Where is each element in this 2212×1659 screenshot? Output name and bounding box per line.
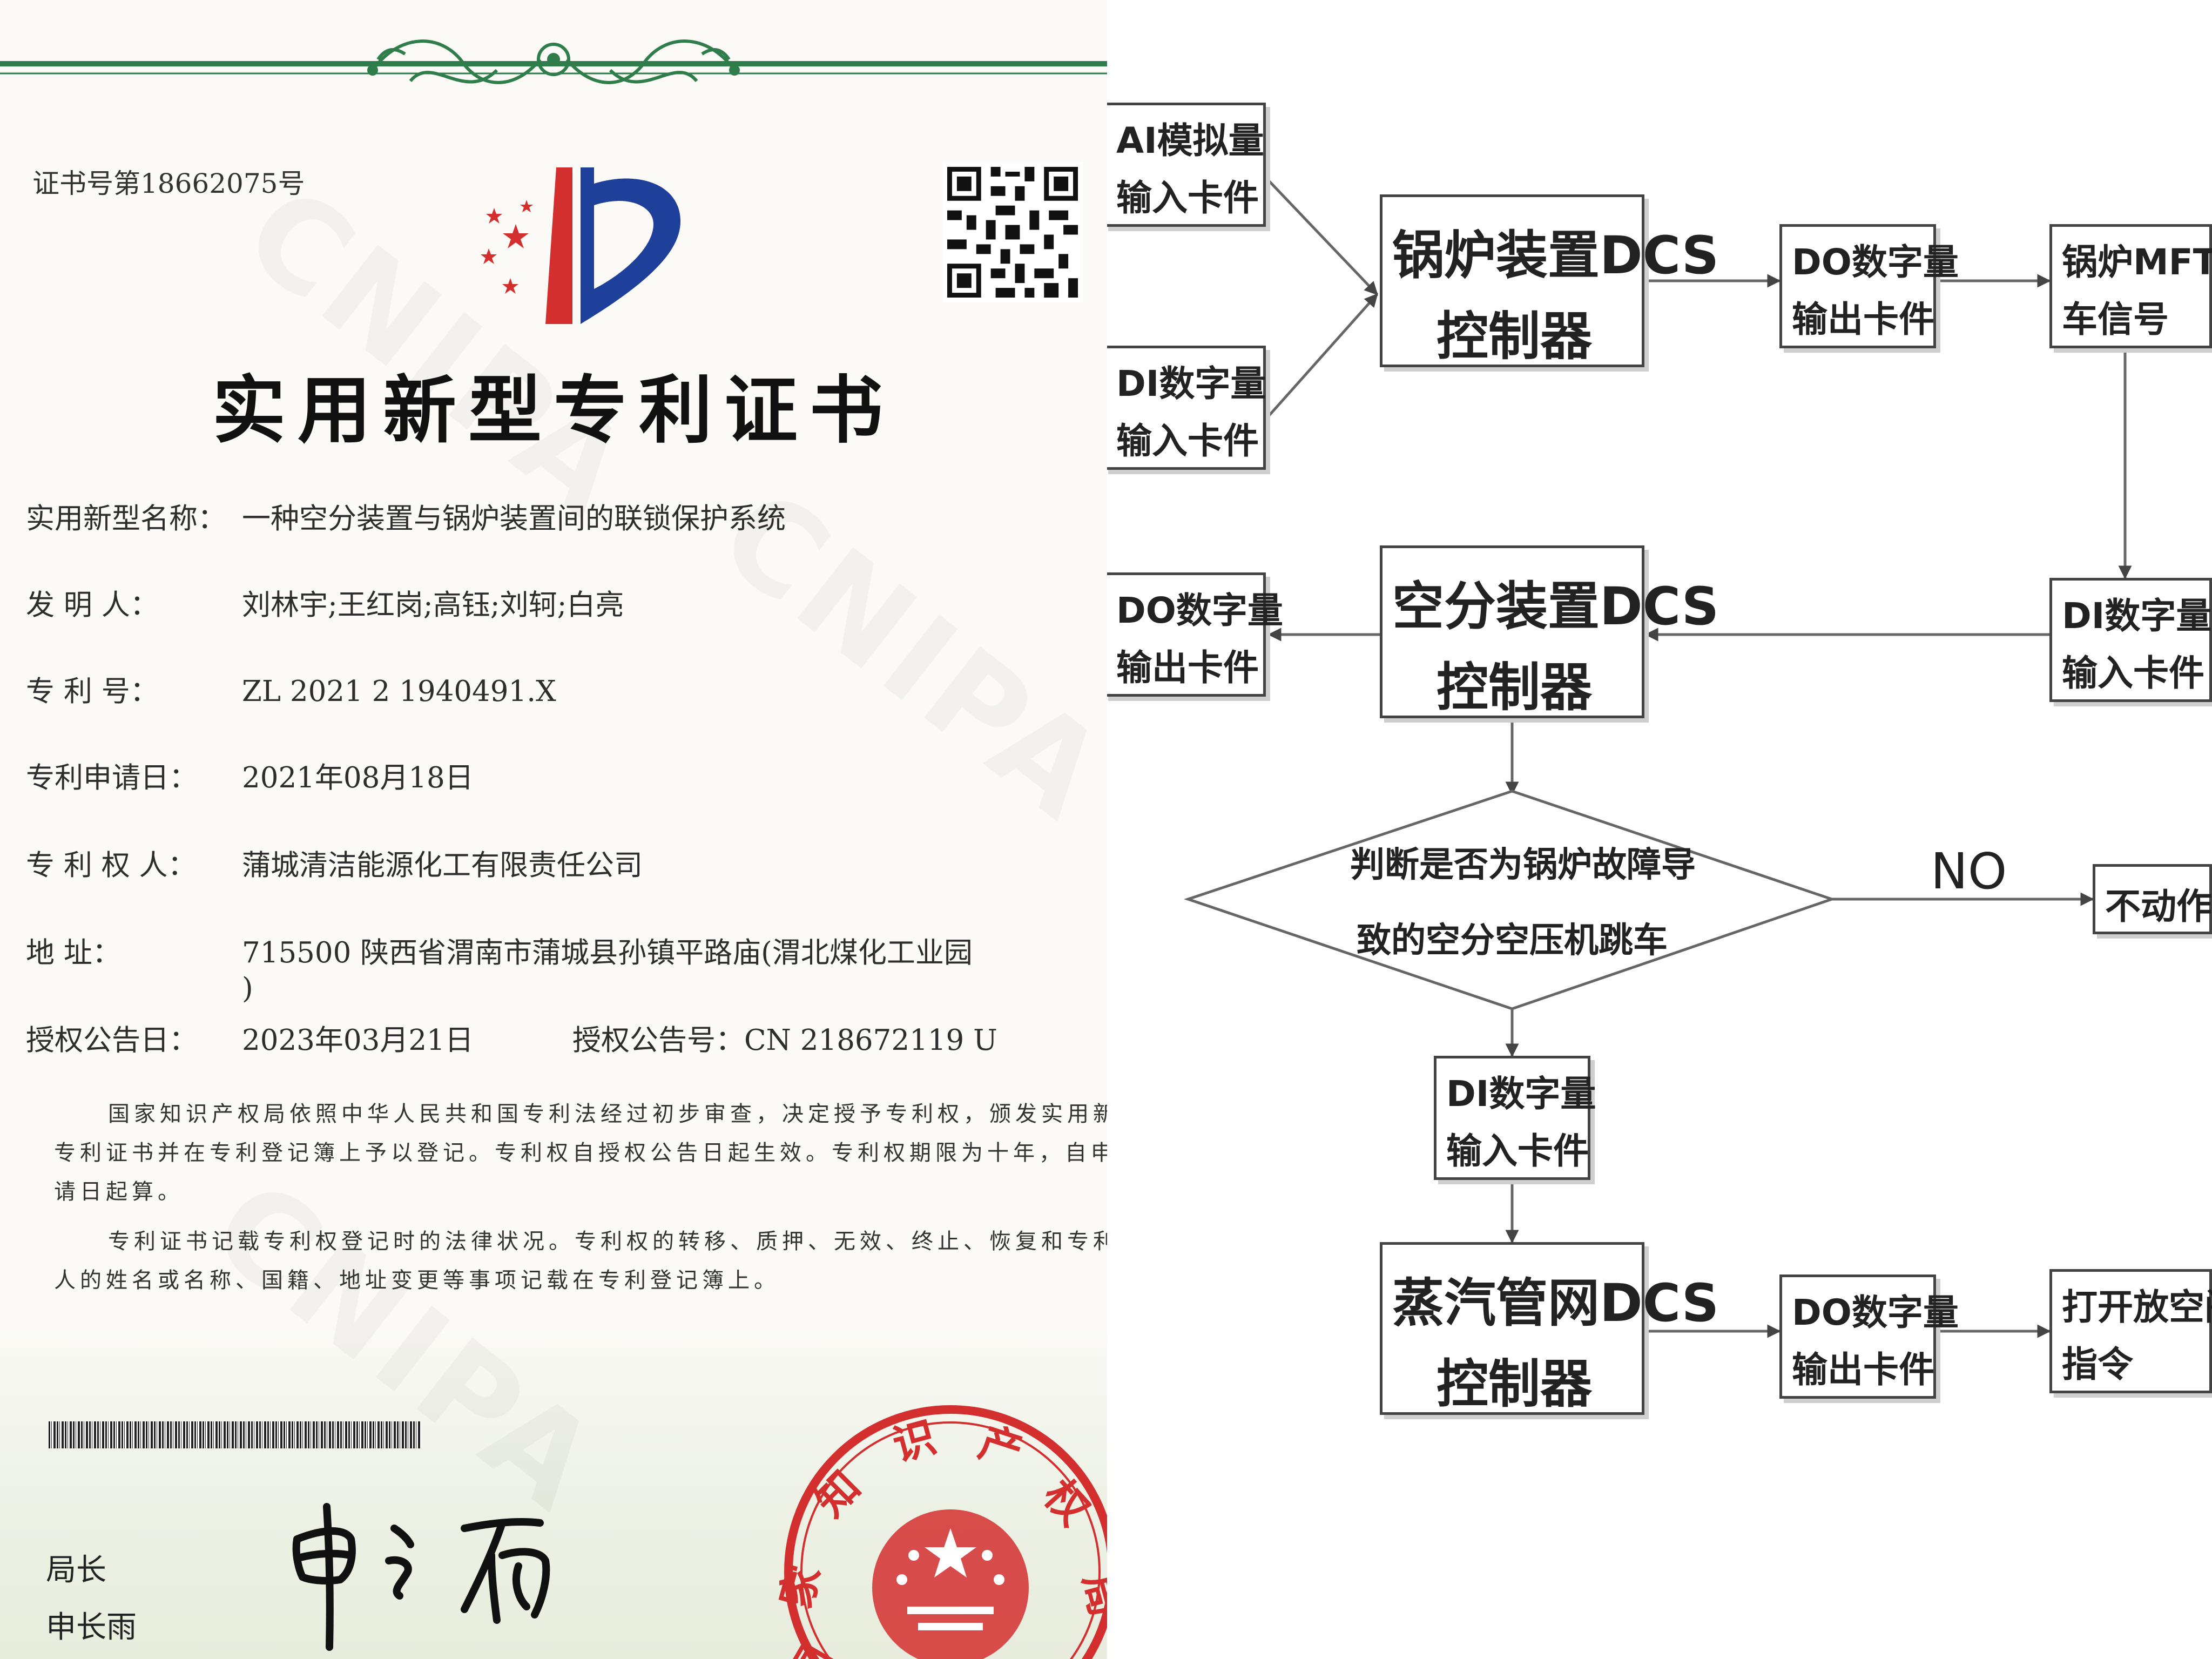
field-grant-date: 授权公告日：2023年03月21日 — [26, 1024, 474, 1057]
seal-char: 局 — [1073, 1568, 1107, 1622]
field-filing-date: 专利申请日：2021年08月18日 — [26, 761, 474, 794]
di-input-card-1: DI数字量输入卡件 — [1107, 346, 1266, 470]
field-address: 地 址：715500 陕西省渭南市蒲城县孙镇平路庙(渭北煤化工业园 — [26, 936, 973, 969]
do-output-card-3: DO数字量输出卡件 — [1779, 1274, 1959, 1399]
boiler-mft-signal: 锅炉MFT停车信号 — [2049, 224, 2212, 348]
field-utility-model-name: 实用新型名称：一种空分装置与锅炉装置间的联锁保护系统 — [26, 502, 786, 535]
qr-code — [942, 162, 1083, 302]
field-address-continued: ) — [242, 972, 253, 1005]
director-signature — [292, 1503, 550, 1651]
open-vent-valve-command: 打开放空阀指令 — [2049, 1269, 2212, 1393]
official-seal: 国 家 知 识 产 权 局 — [772, 1405, 1107, 1659]
do-output-card-2: DO数字量输出卡件 — [1107, 572, 1283, 697]
top-border-ornament — [0, 39, 1107, 84]
seal-char: 国 — [780, 1637, 843, 1659]
field-grant-number: 授权公告号：CN 218672119 U — [572, 1024, 997, 1057]
seal-char: 家 — [772, 1560, 830, 1614]
legal-paragraph-line: 人的姓名或名称、国籍、地址变更等事项记载在专利登记簿上。 — [54, 1268, 780, 1293]
watermark: CNIPA — [186, 1153, 625, 1540]
legal-paragraph-line: 请日起算。 — [54, 1179, 184, 1204]
arrow-ai-to-boiler — [1265, 177, 1378, 295]
legal-paragraph-line: 国家知识产权局依照中华人民共和国专利法经过初步审查，决定授予专利权，颁发实用新型 — [108, 1102, 1107, 1127]
legal-paragraph-line: 专利证书并在专利登记簿上予以登记。专利权自授权公告日起生效。专利权期限为十年，自… — [54, 1141, 1107, 1165]
seal-char: 知 — [806, 1462, 870, 1526]
field-patent-number: 专 利 号：ZL 2021 2 1940491.X — [26, 675, 556, 708]
no-branch-label: NO — [1931, 842, 2007, 900]
seal-char: 识 — [888, 1413, 941, 1471]
cnipa-logo — [481, 167, 680, 324]
certificate-title: 实用新型专利证书 — [212, 367, 895, 454]
patent-certificate: 证书号第18662075号 CNIPA CNIPA — [0, 0, 1107, 1659]
barcode — [49, 1421, 421, 1448]
do-output-card-1: DO数字量输出卡件 — [1779, 224, 1959, 348]
field-patentee: 专 利 权 人：蒲城清洁能源化工有限责任公司 — [26, 849, 643, 882]
decision-text: 判断是否为锅炉故障导 — [1350, 845, 1696, 885]
director-title: 局长 — [46, 1553, 106, 1588]
di-input-card-3: DI数字量输入卡件 — [1434, 1056, 1596, 1180]
director-name: 申长雨 — [46, 1610, 137, 1645]
flowchart-connectors — [1184, 177, 2132, 1338]
legal-paragraph-line: 专利证书记载专利权登记时的法律状况。专利权的转移、质押、无效、终止、恢复和专利权 — [108, 1229, 1107, 1254]
decision-diamond — [1184, 790, 1836, 1010]
ai-input-card: AI模拟量输入卡件 — [1107, 103, 1266, 227]
arrow-di-to-boiler — [1265, 293, 1378, 420]
decision-text: 致的空分空压机跳车 — [1357, 921, 1668, 961]
no-action-box: 不动作 — [2093, 864, 2212, 934]
certificate-number: 证书号第18662075号 — [32, 168, 305, 199]
di-input-card-2: DI数字量输入卡件 — [2049, 578, 2212, 702]
field-inventor: 发 明 人：刘林宇;王红岗;高钰;刘轲;白亮 — [26, 589, 624, 622]
